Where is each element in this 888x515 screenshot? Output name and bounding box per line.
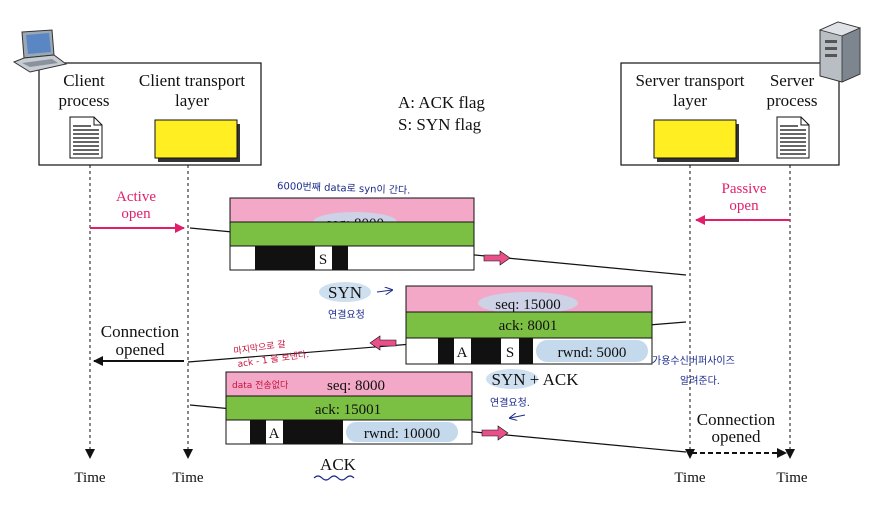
client-transport-label-1: Client transport — [139, 71, 246, 90]
server-connection-opened-2: opened — [711, 427, 761, 446]
ack-segment: seq: 8000 ack: 15001 A rwnd: 10000 — [225, 371, 509, 445]
note-rwnd-2: 알려준다. — [680, 375, 720, 387]
passive-open-label-2: open — [729, 198, 759, 214]
synack-seq-field: seq: 15000 — [495, 297, 560, 313]
laptop-icon — [12, 29, 68, 73]
buffer-icon — [653, 119, 739, 162]
server-connection-opened-1: Connection — [697, 410, 776, 429]
ack-segment-name: ACK — [320, 455, 357, 474]
ack-flag-a: A — [269, 426, 280, 442]
server-process-label-1: Server — [770, 71, 815, 90]
legend-ack-flag: A: ACK flag — [398, 93, 485, 112]
synack-rwnd-field: rwnd: 5000 — [558, 345, 627, 361]
time-label-3: Time — [674, 470, 705, 486]
time-label-1: Time — [74, 470, 105, 486]
server-process-label-2: process — [767, 91, 818, 110]
syn-direction-arrow-icon — [483, 250, 511, 266]
synack-flag-s: S — [506, 345, 514, 361]
ack-ack-field: ack: 15001 — [315, 402, 381, 418]
client-transport-label-2: layer — [175, 91, 209, 110]
server-tower-icon — [818, 21, 862, 83]
note-synack-request: 연결요청. — [490, 397, 530, 409]
active-open-label-2: open — [121, 206, 151, 222]
server-host-box: Server transport layer Server process — [620, 62, 840, 166]
buffer-icon — [154, 119, 240, 162]
syn-name-highlight — [319, 282, 371, 302]
syn-segment-name: SYN — [328, 283, 362, 302]
time-label-4: Time — [776, 470, 807, 486]
ack-rwnd-field: rwnd: 10000 — [364, 426, 440, 442]
synack-ack-field: ack: 8001 — [499, 318, 558, 334]
client-connection-opened-2: opened — [115, 340, 165, 359]
client-connection-opened-1: Connection — [101, 322, 180, 341]
document-icon — [776, 116, 810, 159]
active-open-label-1: Active — [116, 189, 156, 205]
client-host-box: Client process Client transport layer — [38, 62, 262, 166]
legend-syn-flag: S: SYN flag — [398, 115, 482, 134]
ack-name-underline — [313, 475, 355, 481]
synack-flag-a: A — [457, 345, 468, 361]
note-syn-top: 6000번째 data로 syn이 간다. — [277, 180, 411, 197]
syn-flag-s: S — [319, 252, 327, 268]
synack-note-arrow — [510, 415, 526, 418]
time-label-2: Time — [172, 470, 203, 486]
note-data-none: data 전송없다 — [232, 380, 289, 391]
syn-segment: seq: 8000 S — [229, 197, 511, 271]
synack-name-highlight — [486, 369, 538, 389]
synack-segment: seq: 15000 ack: 8001 A S rwnd: 5000 — [369, 285, 653, 365]
passive-open-label-1: Passive — [722, 181, 767, 197]
ack-direction-arrow-icon — [481, 425, 509, 441]
syn-note-arrow — [376, 290, 392, 292]
server-transport-label-1: Server transport — [635, 71, 744, 90]
server-transport-label-2: layer — [673, 91, 707, 110]
document-icon — [69, 116, 103, 159]
note-syn-request: 연결요청 — [328, 309, 365, 321]
synack-direction-arrow-icon — [369, 335, 397, 351]
client-process-label-1: Client — [63, 71, 105, 90]
timelines — [85, 165, 795, 459]
synack-segment-name: SYN + ACK — [491, 370, 579, 389]
ack-seq-field: seq: 8000 — [327, 378, 385, 394]
note-rwnd-1: 가용수신버퍼사이즈 — [652, 355, 735, 367]
client-process-label-2: process — [59, 91, 110, 110]
